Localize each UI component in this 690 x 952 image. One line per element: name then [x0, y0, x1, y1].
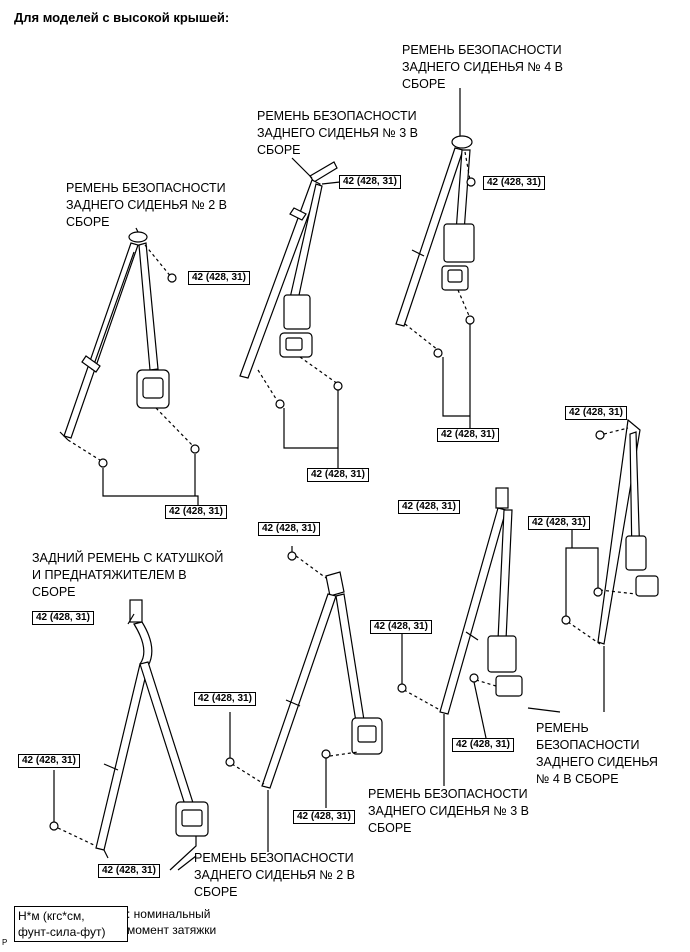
torque-callout: 42 (428, 31) [98, 864, 160, 878]
label-lower-belt-4: РЕМЕНЬ БЕЗОПАСНОСТИ ЗАДНЕГО СИДЕНЬЯ № 4 … [536, 721, 658, 786]
torque-callout: 42 (428, 31) [258, 522, 320, 536]
upper-belt-4-drawing [395, 135, 476, 428]
lower-belt-3-drawing [397, 487, 523, 786]
torque-callout: 42 (428, 31) [18, 754, 80, 768]
torque-callout: 42 (428, 31) [188, 271, 250, 285]
torque-callout: 42 (428, 31) [437, 428, 499, 442]
torque-callout: 42 (428, 31) [370, 620, 432, 634]
torque-callout: 42 (428, 31) [528, 516, 590, 530]
legend-unit-box: Н*м (кгс*см, фунт-сила-фут) [14, 906, 128, 942]
lower-belt-4-drawing [561, 418, 659, 712]
torque-callout: 42 (428, 31) [452, 738, 514, 752]
torque-callout: 42 (428, 31) [194, 692, 256, 706]
label-pretensioner-belt: ЗАДНИЙ РЕМЕНЬ С КАТУШКОЙ И ПРЕДНАТЯЖИТЕЛ… [32, 551, 224, 599]
lower-pretensioner-drawing [49, 599, 209, 871]
label-upper-belt-4: РЕМЕНЬ БЕЗОПАСНОСТИ ЗАДНЕГО СИДЕНЬЯ № 4 … [402, 43, 564, 91]
label-upper-belt-2: РЕМЕНЬ БЕЗОПАСНОСТИ ЗАДНЕГО СИДЕНЬЯ № 2 … [66, 181, 228, 229]
label-lower-belt-3: РЕМЕНЬ БЕЗОПАСНОСТИ ЗАДНЕГО СИДЕНЬЯ № 3 … [368, 787, 530, 835]
torque-callout: 42 (428, 31) [293, 810, 355, 824]
torque-callout: 42 (428, 31) [565, 406, 627, 420]
torque-callout: 42 (428, 31) [32, 611, 94, 625]
lower-belt-2-drawing [225, 546, 383, 852]
torque-callout: 42 (428, 31) [307, 468, 369, 482]
label-upper-belt-3: РЕМЕНЬ БЕЗОПАСНОСТИ ЗАДНЕГО СИДЕНЬЯ № 3 … [257, 109, 419, 157]
legend-description: : номинальный момент затяжки [127, 907, 217, 937]
label-lower-belt-2: РЕМЕНЬ БЕЗОПАСНОСТИ ЗАДНЕГО СИДЕНЬЯ № 2 … [194, 851, 356, 899]
upper-belt-2-drawing [59, 231, 200, 505]
page-heading: Для моделей с высокой крышей: [14, 10, 230, 25]
torque-callout: 42 (428, 31) [483, 176, 545, 190]
figure-code: P [2, 938, 8, 947]
torque-callout: 42 (428, 31) [398, 500, 460, 514]
upper-belt-3-drawing [239, 161, 343, 468]
torque-callout: 42 (428, 31) [339, 175, 401, 189]
torque-callout: 42 (428, 31) [165, 505, 227, 519]
